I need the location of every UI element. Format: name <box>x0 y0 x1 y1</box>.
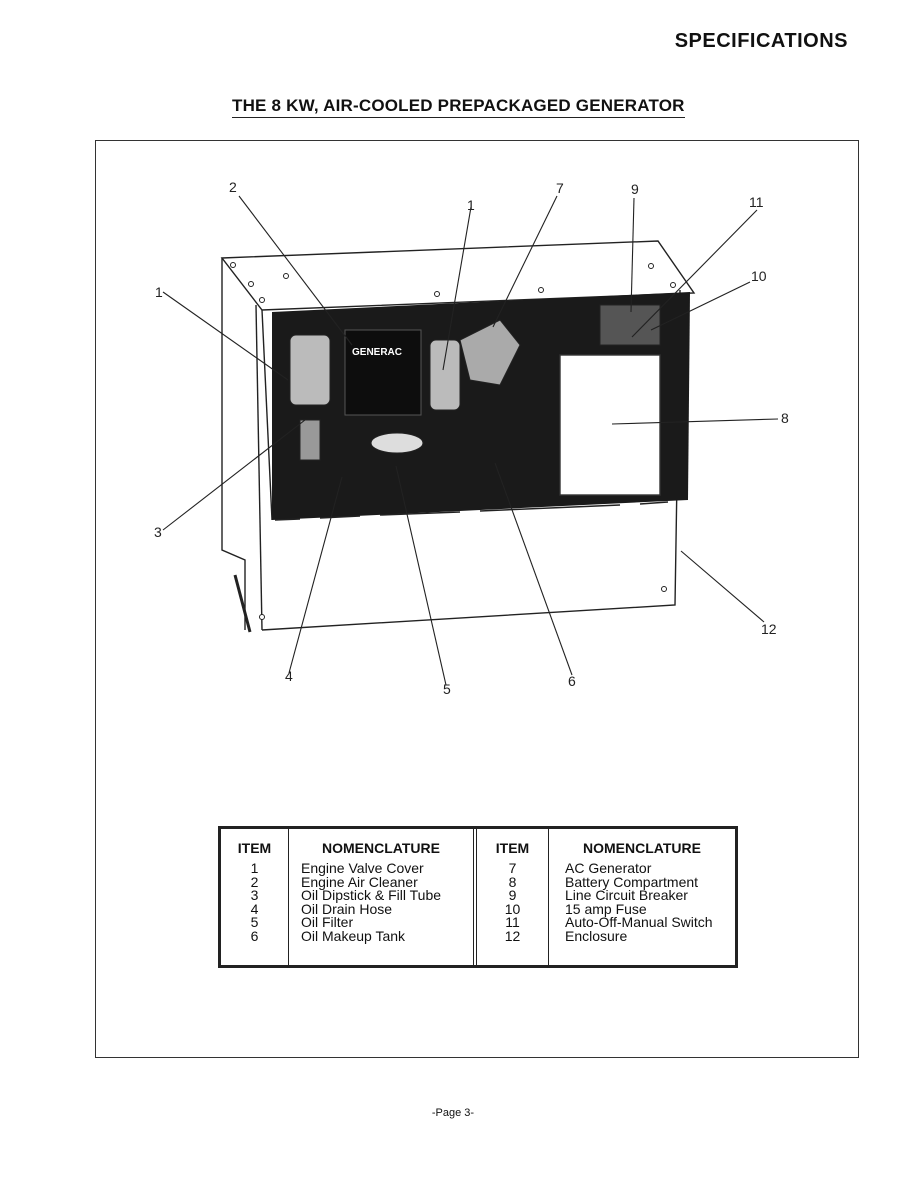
brand-label: GENERAC <box>352 347 402 358</box>
svg-text:11: 11 <box>749 194 764 210</box>
item-name: 15 amp Fuse <box>565 900 647 917</box>
item-number: 11 <box>505 914 520 930</box>
item-number: 5 <box>250 914 259 930</box>
svg-text:1: 1 <box>467 197 475 213</box>
page-number: -Page 3- <box>431 1107 475 1119</box>
item-name: Oil Drain Hose <box>301 900 393 917</box>
item-name: AC Generator <box>565 860 652 876</box>
svg-text:9: 9 <box>631 181 639 197</box>
figure-frame <box>95 140 859 1058</box>
item-number: 1 <box>250 860 259 876</box>
item-header: ITEM <box>495 840 530 856</box>
control-panel <box>599 304 661 346</box>
item-number: 10 <box>504 900 521 917</box>
svg-text:6: 6 <box>568 673 576 689</box>
item-number: 7 <box>508 860 517 876</box>
item-name: Enclosure <box>565 927 628 944</box>
nomenclature-header: NOMENCLATURE <box>322 840 440 856</box>
svg-text:3: 3 <box>154 524 162 540</box>
svg-text:1: 1 <box>155 284 163 300</box>
nomenclature-header: NOMENCLATURE <box>583 840 701 856</box>
item-name: Battery Compartment <box>565 873 699 890</box>
item-number: 3 <box>250 887 259 903</box>
enclosure-left-side <box>221 258 246 630</box>
item-name: Engine Valve Cover <box>301 860 424 876</box>
item-name: Oil Dipstick & Fill Tube <box>301 887 442 903</box>
item-column-left: ITEM 1 2 3 4 5 6 <box>221 829 289 965</box>
generator-illustration: GENERAC 1 2 1 7 9 <box>154 179 789 697</box>
svg-text:12: 12 <box>761 621 777 637</box>
svg-text:8: 8 <box>781 410 789 426</box>
item-name: Oil Filter <box>301 914 354 930</box>
section-header: SPECIFICATIONS <box>674 30 848 52</box>
svg-text:10: 10 <box>751 268 767 284</box>
item-name: Line Circuit Breaker <box>565 887 688 903</box>
item-number: 8 <box>508 873 517 890</box>
enclosure-top-panel <box>220 240 696 311</box>
item-number: 6 <box>250 927 259 944</box>
battery-compartment <box>559 354 661 496</box>
svg-text:2: 2 <box>229 179 237 195</box>
item-column-right: ITEM 7 8 9 10 11 12 <box>477 829 549 965</box>
svg-text:4: 4 <box>285 668 293 684</box>
item-number: 12 <box>504 927 521 944</box>
nomenclature-table: ITEM 1 2 3 4 5 6 NOMENCLATURE Engine Val… <box>218 826 738 968</box>
item-name: Auto-Off-Manual Switch <box>565 914 713 930</box>
document-title: THE 8 KW, AIR-COOLED PREPACKAGED GENERAT… <box>232 96 685 118</box>
svg-text:5: 5 <box>443 681 451 697</box>
item-name: Oil Makeup Tank <box>301 927 406 944</box>
item-number: 4 <box>250 900 259 917</box>
item-header: ITEM <box>237 840 272 856</box>
nomenclature-column-right: NOMENCLATURE AC Generator Battery Compar… <box>549 829 735 965</box>
table-double-divider <box>473 829 477 965</box>
item-number: 2 <box>250 873 259 890</box>
svg-text:7: 7 <box>556 180 564 196</box>
item-name: Engine Air Cleaner <box>301 873 418 890</box>
nomenclature-column-left: NOMENCLATURE Engine Valve Cover Engine A… <box>289 829 473 965</box>
item-number: 9 <box>508 887 517 903</box>
